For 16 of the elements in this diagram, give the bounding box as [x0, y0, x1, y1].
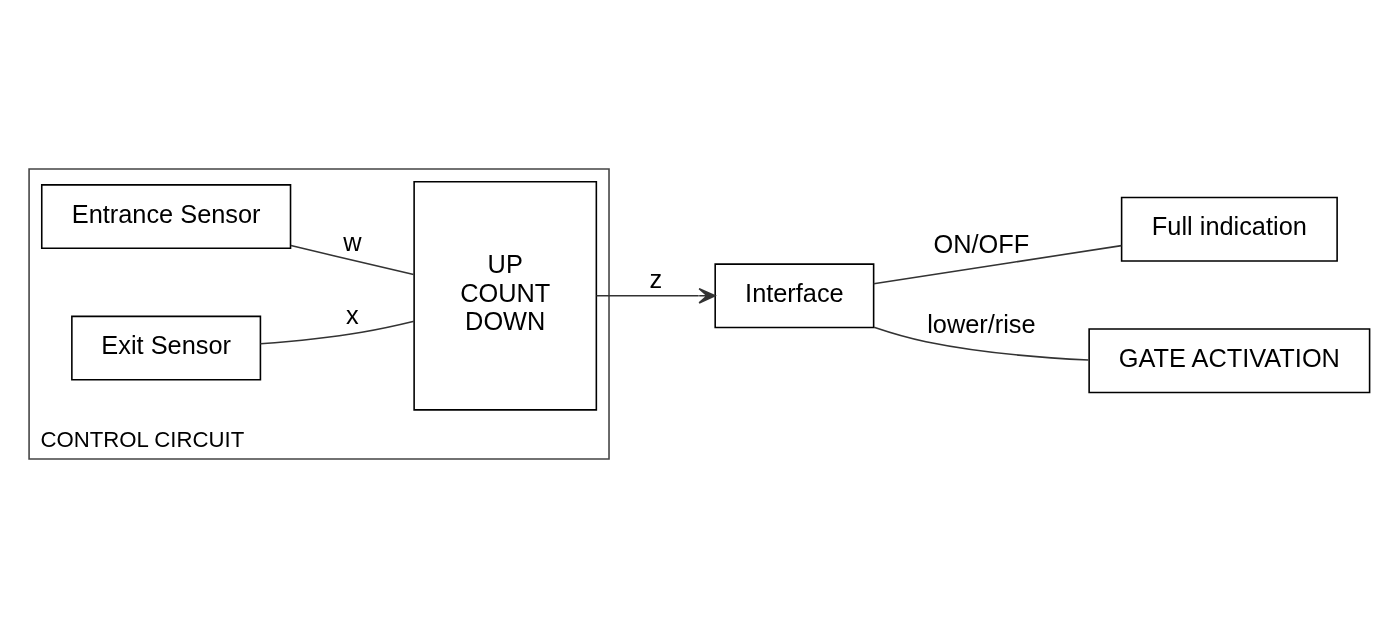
- edge-label: lower/rise: [927, 310, 1036, 339]
- connector: [290, 244, 415, 276]
- node-box: Full indication: [1120, 196, 1338, 262]
- edge-label: ON/OFF: [933, 229, 1030, 258]
- edge-label: w: [343, 228, 362, 257]
- node-box: Interface: [714, 263, 875, 329]
- connector: [872, 244, 1123, 285]
- edge-label: z: [649, 264, 663, 293]
- connector: [873, 326, 1090, 361]
- node-box: UP COUNT DOWN: [413, 180, 598, 411]
- edge-label: x: [345, 300, 359, 329]
- node-box: Exit Sensor: [71, 315, 262, 381]
- arrow: [595, 287, 716, 304]
- node-box: Entrance Sensor: [40, 184, 292, 250]
- connector: [259, 320, 415, 345]
- node-box: GATE ACTIVATION: [1088, 328, 1371, 394]
